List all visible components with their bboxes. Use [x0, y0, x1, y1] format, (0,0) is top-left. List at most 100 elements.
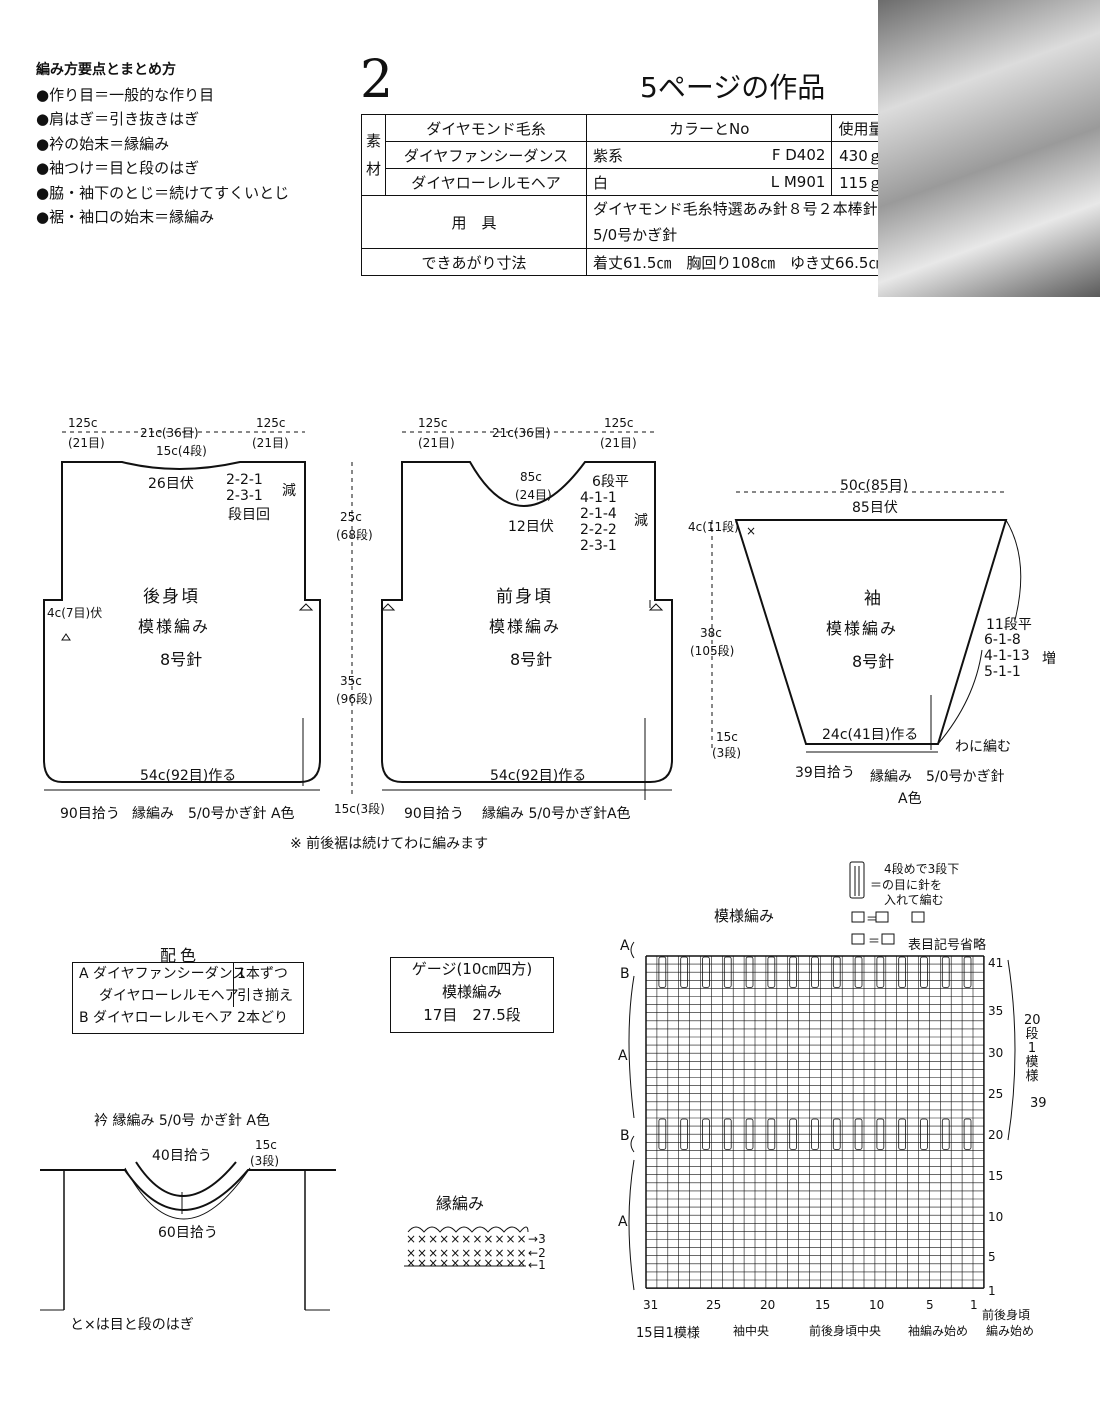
long-stitch-symbol	[854, 956, 863, 988]
sleeve-edge-measure: 15c	[716, 730, 738, 744]
front-dec-1: 4-1-1	[580, 490, 617, 506]
row-number: 5	[988, 1250, 996, 1264]
front-needle: 8号針	[510, 650, 553, 669]
body-start-label: 前後身頃	[982, 1308, 1031, 1322]
long-stitch-symbol	[723, 1118, 732, 1150]
edging-row-3: →3	[528, 1232, 546, 1246]
long-stitch-symbol	[658, 1118, 667, 1150]
upper-rows: (68段)	[336, 528, 373, 542]
instruction-item: ●袖つけ＝目と段のはぎ	[36, 159, 200, 177]
instruction-item: ●作り目＝一般的な作り目	[36, 85, 215, 104]
lower-rows: (96段)	[336, 692, 373, 706]
instruction-item: ●裾・袖口の始末＝縁編み	[36, 208, 215, 226]
repeat-label: 15目1模様	[636, 1326, 700, 1341]
front-neck-rows: (24目)	[515, 488, 552, 502]
front-mid-width: 21c(36目)	[492, 426, 551, 440]
long-stitch-symbol	[876, 1118, 885, 1150]
col-number: 10	[869, 1298, 885, 1312]
edging-row-3-marks: ×××××××××××	[406, 1232, 528, 1246]
color-line-a2: ダイヤローレルモヘア	[99, 988, 239, 1004]
long-stitch-symbol	[832, 1118, 841, 1150]
legend-desc-1: 4段めで3段下	[884, 862, 960, 876]
yarn-code: L M901	[681, 168, 833, 196]
back-right-width: 125c	[256, 416, 286, 430]
color-line-a: A ダイヤファンシーダンス	[79, 966, 247, 982]
back-pickup: 90目拾う	[60, 806, 120, 822]
sleeve-inc-flat: 11段平	[986, 617, 1032, 633]
model-photo	[878, 0, 1100, 297]
pattern-chart-title: 模様編み	[714, 907, 775, 925]
legend-sym3: ＝	[868, 934, 881, 948]
chart-label-a: A	[618, 1048, 628, 1064]
sleeve-center-label: 袖中央	[733, 1324, 770, 1338]
back-pattern: 模様編み	[138, 617, 211, 636]
long-stitch-symbol	[680, 1118, 689, 1150]
back-edging: 縁編み 5/0号かぎ針 A色	[132, 806, 295, 822]
sleeve-pattern: 模様編み	[826, 619, 899, 638]
long-stitch-symbol	[680, 956, 689, 988]
long-stitch-symbol	[702, 1118, 710, 1150]
front-name: 前身頃	[496, 587, 553, 607]
chart-label-a: A	[620, 938, 630, 954]
long-stitch-symbol	[920, 1118, 928, 1150]
col-number: 20	[760, 1298, 776, 1312]
materials-table: 素材 ダイヤモンド毛糸 カラーとNo 使用量 ダイヤファンシーダンス 紫系 F …	[360, 114, 891, 276]
back-right-stitches: (21目)	[252, 436, 289, 450]
long-stitch-symbol	[941, 1118, 950, 1150]
sleeve-top-measure: 4c(11段)	[688, 520, 739, 534]
yarn-code: F D402	[681, 141, 833, 169]
back-neck-bind: 26目伏	[148, 476, 194, 492]
long-stitch-symbol	[941, 956, 950, 988]
sleeve-mid-rows: (105段)	[690, 644, 735, 658]
body-center-label: 前後身頃中央	[809, 1324, 882, 1338]
color-note-1: 1本ずつ	[233, 963, 288, 985]
body-start-label-2: 編み始め	[986, 1324, 1035, 1338]
long-stitch-symbol	[898, 1118, 907, 1150]
sleeve-needle: 8号針	[852, 652, 895, 671]
front-right-stitches: (21目)	[600, 436, 637, 450]
col-number: 25	[706, 1298, 722, 1312]
col-number: 15	[815, 1298, 831, 1312]
front-dec-2: 2-1-4	[580, 506, 617, 522]
collar-depth-rows: (3段)	[250, 1154, 279, 1168]
instruction-item: ●衿の始末＝縁編み	[36, 134, 170, 153]
size-label: できあがり寸法	[360, 248, 588, 276]
back-arm-bind: 4c(7目)伏	[47, 606, 103, 620]
row-number: 10	[988, 1210, 1004, 1224]
sleeve-inc-3: 5-1-1	[984, 664, 1021, 680]
legend-sym2: ＝	[866, 912, 879, 926]
back-left-stitches: (21目)	[68, 436, 105, 450]
sleeve-round: わに編む	[955, 739, 1011, 755]
row-number: 15	[988, 1169, 1004, 1183]
back-needle: 8号針	[160, 650, 203, 669]
hem-note: ※ 前後裾は続けてわに編みます	[290, 836, 489, 852]
chart-label-b: B	[620, 1128, 630, 1144]
page-number: 39	[1030, 1096, 1047, 1111]
long-stitch-symbol	[745, 956, 754, 988]
color-box: A ダイヤファンシーダンス ダイヤローレルモヘア 1本ずつ 引き揃え B ダイヤ…	[72, 962, 304, 1034]
gauge-title: ゲージ(10㎝四方)	[411, 960, 533, 978]
long-stitch-symbol	[767, 1118, 776, 1150]
long-stitch-symbol	[963, 956, 972, 988]
legend-desc-3: 入れて編む	[884, 893, 944, 907]
sleeve-bottom: 24c(41目)作る	[822, 727, 919, 743]
long-stitch-symbol	[876, 956, 885, 988]
front-dec-flat: 6段平	[592, 474, 629, 490]
long-stitch-symbol	[963, 1118, 972, 1150]
size-value: 着丈61.5㎝ 胸回り108㎝ ゆき丈66.5㎝	[586, 248, 891, 276]
instruction-item: ●脇・袖下のとじ＝続けてすくいとじ	[36, 183, 290, 202]
front-dec-3: 2-2-2	[580, 522, 617, 538]
sleeve-name: 袖	[864, 589, 883, 609]
front-edging: 縁編み 5/0号かぎ針A色	[482, 806, 631, 822]
front-pickup: 90目拾う	[404, 806, 464, 822]
yarn-name: ダイヤファンシーダンス	[385, 141, 588, 169]
edging-row-1-marks: ×××××××××××	[406, 1256, 528, 1270]
back-bottom: 54c(92目)作る	[140, 768, 237, 784]
instruction-item: ●肩はぎ＝引き抜きはぎ	[36, 110, 200, 128]
back-name: 後身頃	[143, 587, 200, 607]
gauge-values: 17目 27.5段	[423, 1006, 521, 1024]
row-number: 20	[988, 1128, 1004, 1142]
